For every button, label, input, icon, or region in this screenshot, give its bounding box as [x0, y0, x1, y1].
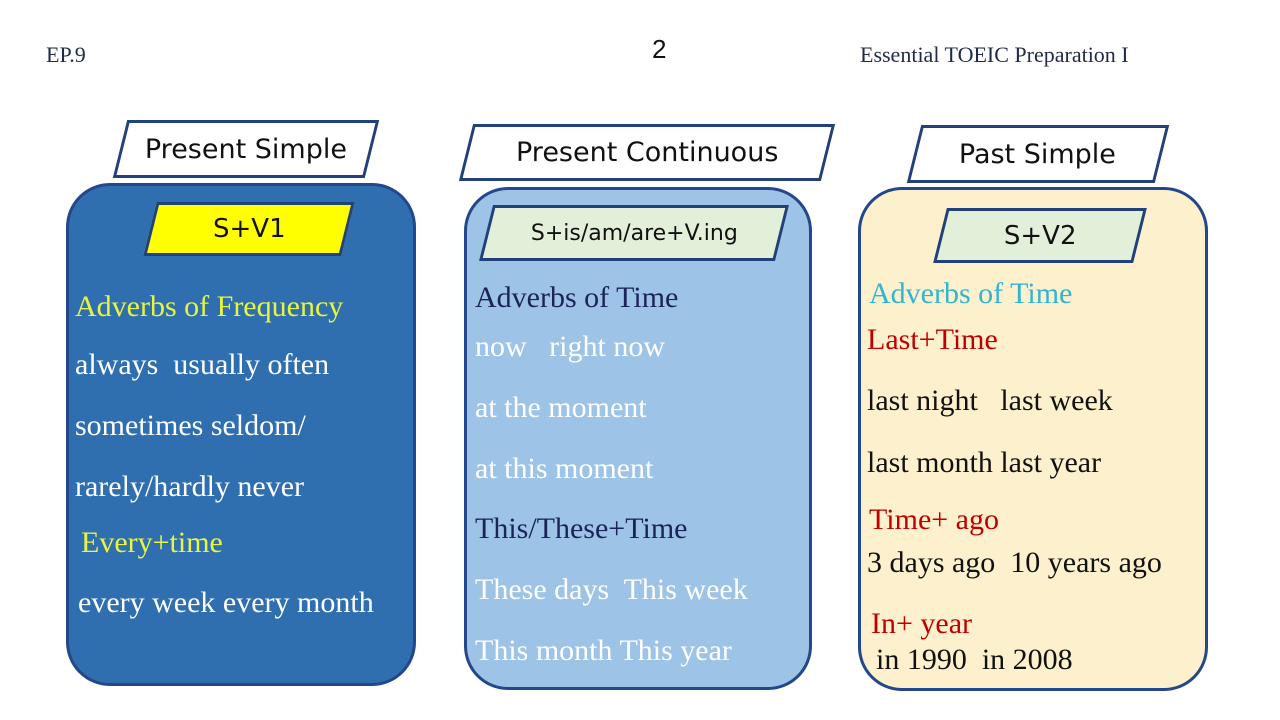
frequency-heading: Adverbs of Frequency	[75, 290, 344, 323]
present-continuous-formula: S+is/am/are+V.ing	[530, 220, 738, 246]
present-continuous-title-box: Present Continuous	[458, 124, 836, 181]
episode-label: EP.9	[46, 42, 86, 67]
past-simple-formula-box: S+V2	[933, 208, 1147, 263]
page-number: 2	[652, 34, 667, 64]
time-heading: Adverbs of Time	[475, 281, 679, 314]
past-simple-title: Past Simple	[959, 138, 1117, 170]
course-title: Essential TOEIC Preparation I	[860, 42, 1129, 67]
present-simple-title-box: Present Simple	[112, 120, 380, 178]
time-item: now right now	[475, 330, 665, 363]
present-simple-formula-box: S+V1	[143, 202, 355, 256]
this-these-item: These days This week	[475, 573, 748, 606]
present-simple-title: Present Simple	[144, 133, 348, 165]
in-year-subheading: In+ year	[871, 607, 973, 640]
present-simple-formula: S+V1	[212, 214, 286, 244]
every-time-item: every week every month	[78, 586, 374, 619]
past-time-heading: Adverbs of Time	[869, 277, 1073, 310]
past-simple-title-box: Past Simple	[906, 125, 1170, 183]
this-these-item: This month This year	[475, 634, 732, 667]
last-time-item: last night last week	[867, 384, 1113, 417]
time-ago-item: 3 days ago 10 years ago	[867, 546, 1162, 579]
frequency-item: rarely/hardly never	[75, 470, 305, 503]
last-time-item: last month last year	[867, 446, 1102, 479]
past-simple-formula: S+V2	[1003, 220, 1077, 251]
present-continuous-panel	[464, 187, 812, 690]
frequency-item: always usually often	[75, 348, 330, 381]
present-simple-panel	[66, 183, 416, 686]
last-time-subheading: Last+Time	[867, 323, 998, 356]
in-year-item: in 1990 in 2008	[876, 643, 1073, 676]
time-item: at this moment	[475, 452, 654, 485]
present-continuous-title: Present Continuous	[515, 137, 779, 168]
time-ago-subheading: Time+ ago	[869, 503, 999, 536]
time-item: at the moment	[475, 391, 647, 424]
this-these-heading: This/These+Time	[475, 512, 688, 545]
present-continuous-formula-box: S+is/am/are+V.ing	[479, 205, 789, 261]
every-time-heading: Every+time	[81, 526, 223, 559]
past-simple-panel	[858, 187, 1208, 691]
frequency-item: sometimes seldom/	[75, 409, 306, 442]
